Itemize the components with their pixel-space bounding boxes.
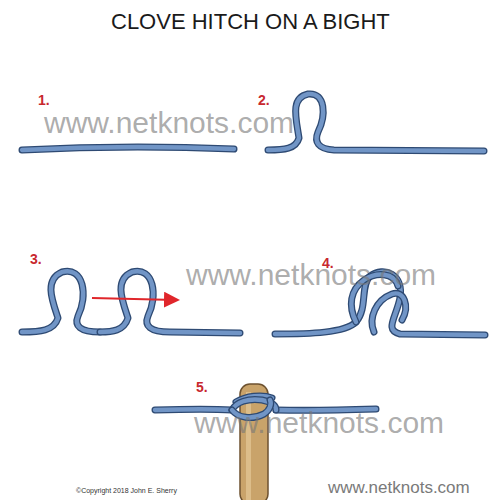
direction-arrow <box>92 298 176 300</box>
watermark: www.netknots.com <box>44 106 294 139</box>
step-number: 3. <box>30 252 42 267</box>
diagram-title: CLOVE HITCH ON A BIGHT <box>111 10 390 34</box>
step-number: 5. <box>196 380 208 395</box>
rope <box>22 94 485 418</box>
watermark: www.netknots.com <box>328 479 470 498</box>
watermark: www.netknots.com <box>194 406 444 439</box>
watermark: www.netknots.com <box>186 258 436 291</box>
copyright-note: ©Copyright 2018 John E. Sherry <box>76 487 177 495</box>
